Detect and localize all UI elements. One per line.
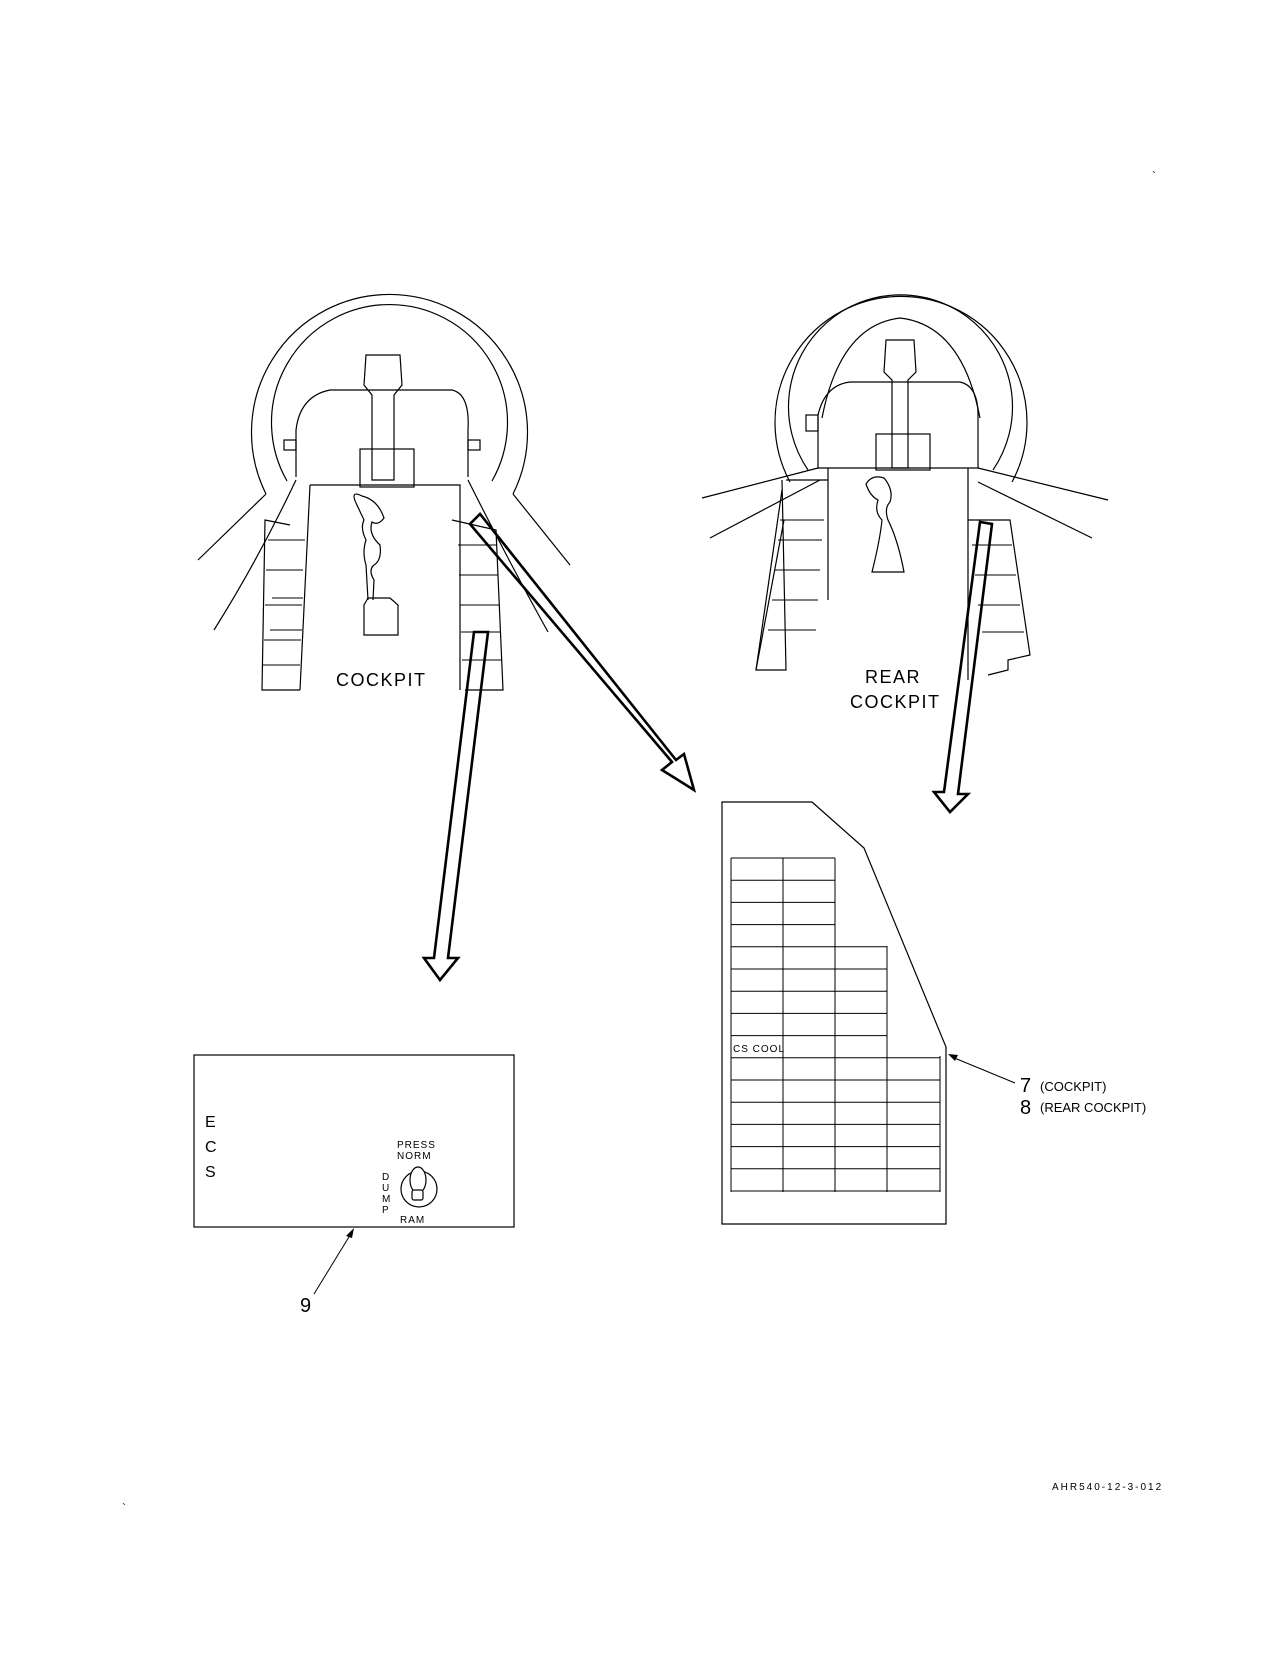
callout-7-8-leader [948, 1054, 1016, 1084]
ecs-mode-switch[interactable] [400, 1166, 438, 1208]
ecs-switch-dump-label: D U M P [382, 1172, 391, 1216]
callout-9-leader [313, 1228, 354, 1295]
ecs-switch-dump-letter: M [382, 1194, 391, 1205]
ecs-switch-press-label: PRESS [397, 1140, 436, 1151]
figure-id: AHR540-12-3-012 [1052, 1482, 1163, 1493]
ecs-letter-c: C [205, 1139, 217, 1156]
cs-cool-cb-label: CS COOL [733, 1044, 785, 1055]
callout-9-number: 9 [300, 1295, 311, 1317]
callout-8-number: 8 [1020, 1097, 1031, 1119]
ecs-control-panel [193, 1054, 515, 1228]
ecs-letter-s: S [205, 1164, 216, 1181]
stray-mark-bottom: ` [122, 1501, 126, 1515]
ecs-switch-dump-letter: P [382, 1205, 390, 1216]
cb-panel-locator-arrow-front [468, 512, 697, 793]
callout-8-description: (REAR COCKPIT) [1040, 1100, 1146, 1115]
ecs-switch-dump-letter: D [382, 1172, 390, 1183]
ecs-locator-arrow [421, 630, 490, 983]
callout-7-number: 7 [1020, 1075, 1031, 1097]
circuit-breaker-panel [721, 801, 947, 1225]
rear-cockpit-illustration [701, 294, 1109, 680]
ecs-switch-dump-letter: U [382, 1183, 390, 1194]
cockpit-label: COCKPIT [336, 670, 427, 690]
cockpit-illustration [197, 293, 571, 691]
rear-cockpit-label-line2: COCKPIT [850, 692, 941, 712]
stray-mark-top: ` [1152, 169, 1156, 183]
ecs-letter-e: E [205, 1114, 216, 1131]
callout-7-description: (COCKPIT) [1040, 1079, 1106, 1094]
ecs-switch-ram-label: RAM [400, 1215, 425, 1226]
cb-panel-locator-arrow-rear [931, 520, 994, 814]
rear-cockpit-label-line1: REAR [865, 667, 921, 687]
ecs-switch-norm-label: NORM [397, 1151, 432, 1162]
